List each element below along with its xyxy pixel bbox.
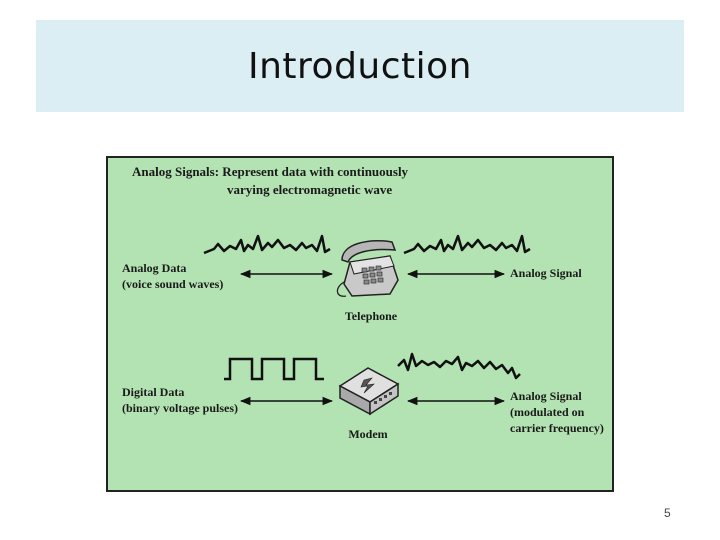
- figure-panel: [106, 156, 614, 492]
- modulated-signal-label: Analog Signal: [510, 389, 582, 403]
- modulated-signal-sublabel-2: carrier frequency): [510, 421, 604, 435]
- title-bar: Introduction: [36, 20, 684, 112]
- digital-pulse-waveform: [224, 357, 324, 381]
- figure-heading-line2: varying electromagnetic wave: [227, 182, 392, 197]
- voice-waveform-right: [403, 234, 531, 255]
- carrier-waveform: [397, 352, 521, 380]
- figure-canvas: Analog Signals: Represent data with cont…: [106, 156, 614, 492]
- modem-label: Modem: [348, 427, 387, 441]
- analog-data-sublabel: (voice sound waves): [122, 277, 223, 291]
- analog-signals-figure: Analog Signals: Represent data with cont…: [106, 156, 614, 492]
- analog-signal-label: Analog Signal: [510, 266, 582, 280]
- modem-icon: [338, 367, 400, 416]
- voice-waveform-left: [203, 234, 331, 255]
- digital-data-sublabel: (binary voltage pulses): [122, 401, 238, 415]
- telephone-icon: [336, 240, 399, 297]
- analog-data-label: Analog Data: [122, 261, 186, 275]
- slide-title: Introduction: [247, 45, 472, 87]
- telephone-label: Telephone: [345, 309, 398, 323]
- modulated-signal-sublabel-1: (modulated on: [510, 405, 585, 419]
- page-number: 5: [664, 506, 671, 520]
- figure-heading-line1: Analog Signals: Represent data with cont…: [132, 164, 409, 179]
- digital-data-label: Digital Data: [122, 385, 184, 399]
